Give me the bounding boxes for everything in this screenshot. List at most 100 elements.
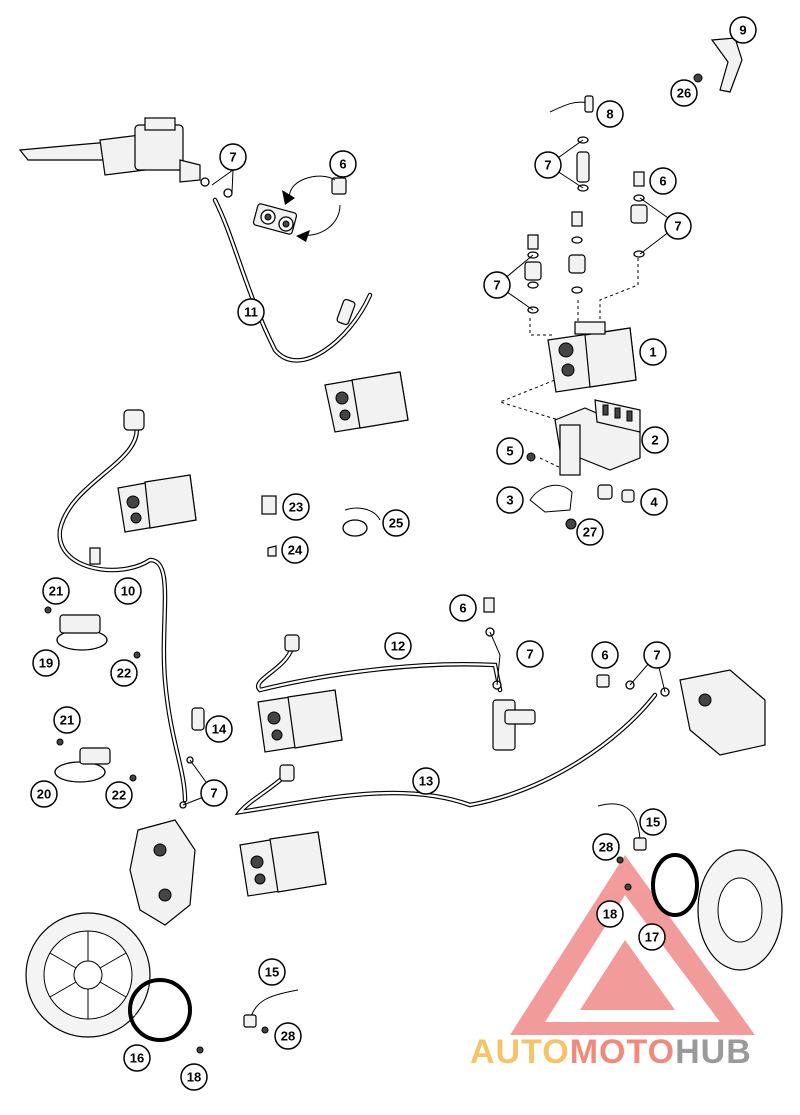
label-15-b: 15 (258, 958, 286, 986)
label-8-text: 8 (606, 107, 613, 122)
label-22a-text: 22 (117, 666, 131, 681)
label-17: 17 (638, 923, 666, 951)
brake-hose-11 (212, 197, 373, 363)
label-25: 25 (382, 509, 410, 537)
front-brake-master-cylinder (18, 117, 233, 198)
label-20-text: 20 (37, 787, 51, 802)
label-3: 3 (496, 486, 524, 514)
label-14-text: 14 (212, 722, 227, 737)
label-21a-text: 21 (49, 584, 63, 599)
label-23: 23 (282, 493, 310, 521)
label-19-text: 19 (39, 656, 53, 671)
label-18-b: 18 (180, 1063, 208, 1091)
label-7-b: 7 (534, 151, 562, 179)
label-11-text: 11 (244, 305, 258, 320)
label-21-b: 21 (53, 706, 81, 734)
label-26-text: 26 (677, 86, 691, 101)
label-7d-text: 7 (493, 278, 500, 293)
label-25-text: 25 (389, 516, 403, 531)
leader-lines (182, 139, 679, 806)
label-12: 12 (384, 632, 412, 660)
label-23-text: 23 (289, 500, 303, 515)
label-6d-text: 6 (601, 648, 608, 663)
label-13: 13 (412, 767, 440, 795)
abs-sensor-rear (597, 803, 647, 851)
label-6c-text: 6 (459, 601, 466, 616)
label-15-a: 15 (639, 808, 667, 836)
label-1-text: 1 (649, 345, 656, 360)
brake-line-fitting-14 (179, 707, 205, 809)
abs-mounting-bracket (554, 399, 641, 476)
hose-clamp-lower (54, 738, 137, 783)
label-7-d: 7 (483, 271, 511, 299)
rear-brake-disc (697, 849, 783, 971)
label-22-a: 22 (110, 659, 138, 687)
label-2-text: 2 (651, 433, 658, 448)
brake-hose-10 (57, 409, 188, 803)
label-13-text: 13 (419, 774, 433, 789)
label-7b-text: 7 (544, 158, 551, 173)
label-21b-text: 21 (60, 713, 74, 728)
label-7g-text: 7 (210, 786, 217, 801)
label-14: 14 (205, 715, 233, 743)
banjo-fitting-detail (252, 175, 347, 242)
label-6-d: 6 (591, 641, 619, 669)
label-22b-text: 22 (112, 788, 126, 803)
abs-sensor-front (243, 989, 299, 1034)
abs-unit-center (257, 689, 343, 753)
label-16: 16 (123, 1044, 151, 1072)
abs-unit-lower (239, 831, 327, 897)
watermark-auto: AUTO (470, 1033, 570, 1071)
label-5-text: 5 (506, 444, 513, 459)
label-8: 8 (596, 100, 624, 128)
label-4-text: 4 (650, 495, 658, 510)
watermark-hub: HUB (675, 1033, 752, 1071)
label-28a-text: 28 (599, 840, 613, 855)
label-10: 10 (114, 577, 142, 605)
label-15a-text: 15 (646, 815, 660, 830)
rear-master-cylinder (483, 597, 536, 751)
label-7-c: 7 (664, 212, 692, 240)
abs-modulator-main (547, 321, 637, 393)
misc-clips (261, 495, 381, 557)
brake-hose-13 (234, 692, 658, 816)
label-7-e: 7 (516, 640, 544, 668)
abs-tone-ring-rear (616, 853, 699, 917)
front-brake-caliper (129, 819, 196, 926)
modulator-fittings (524, 136, 648, 314)
label-21-a: 21 (42, 577, 70, 605)
label-18b-text: 18 (187, 1070, 201, 1085)
watermark-triangle-logo (510, 855, 755, 1035)
label-2: 2 (641, 426, 669, 454)
label-6-a: 6 (329, 150, 357, 178)
label-28-a: 28 (592, 833, 620, 861)
label-6-b: 6 (649, 167, 677, 195)
label-12-text: 12 (391, 639, 405, 654)
watermark-brand-text: AUTOMOTOHUB (470, 1032, 800, 1072)
label-7-a: 7 (219, 143, 247, 171)
label-20: 20 (30, 780, 58, 808)
abs-sensor-top (549, 95, 594, 113)
abs-unit-left (117, 474, 197, 533)
label-28-b: 28 (274, 1022, 302, 1050)
label-27: 27 (576, 518, 604, 546)
watermark-moto: MOTO (569, 1033, 676, 1071)
label-27-text: 27 (583, 525, 597, 540)
label-24-text: 24 (288, 543, 303, 558)
label-28b-text: 28 (281, 1029, 295, 1044)
label-26: 26 (670, 79, 698, 107)
abs-small-hardware (526, 452, 635, 530)
label-7a-text: 7 (229, 150, 236, 165)
label-9-text: 9 (739, 23, 746, 38)
label-10-text: 10 (121, 584, 135, 599)
label-6b-text: 6 (659, 174, 666, 189)
hose-clamp-upper (44, 606, 141, 659)
label-7-g: 7 (200, 779, 228, 807)
label-7c-text: 7 (674, 219, 681, 234)
label-24: 24 (281, 536, 309, 564)
abs-tone-ring-front (128, 978, 204, 1054)
label-4: 4 (640, 488, 668, 516)
label-7e-text: 7 (526, 647, 533, 662)
label-19: 19 (32, 649, 60, 677)
